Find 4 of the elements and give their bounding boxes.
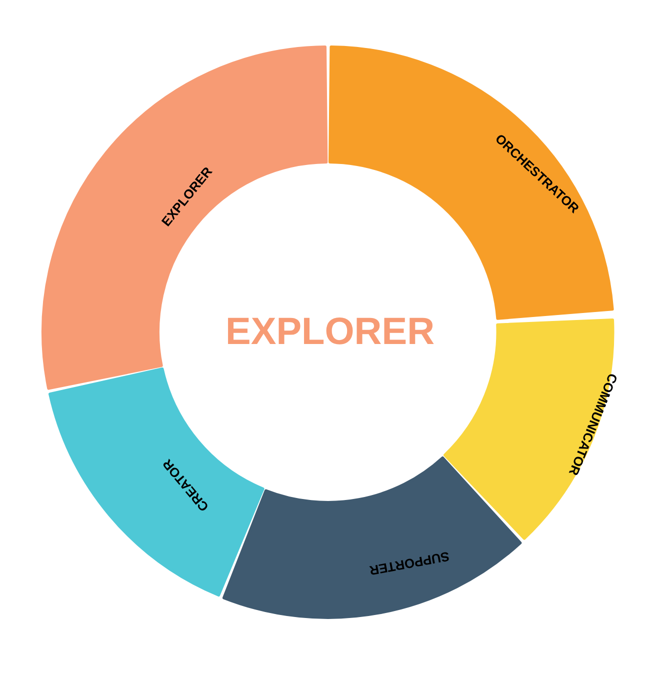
- donut-segment: [330, 47, 612, 318]
- donut-segment: [50, 369, 263, 596]
- center-label: EXPLORER: [226, 310, 435, 354]
- donut-segment: [224, 458, 520, 617]
